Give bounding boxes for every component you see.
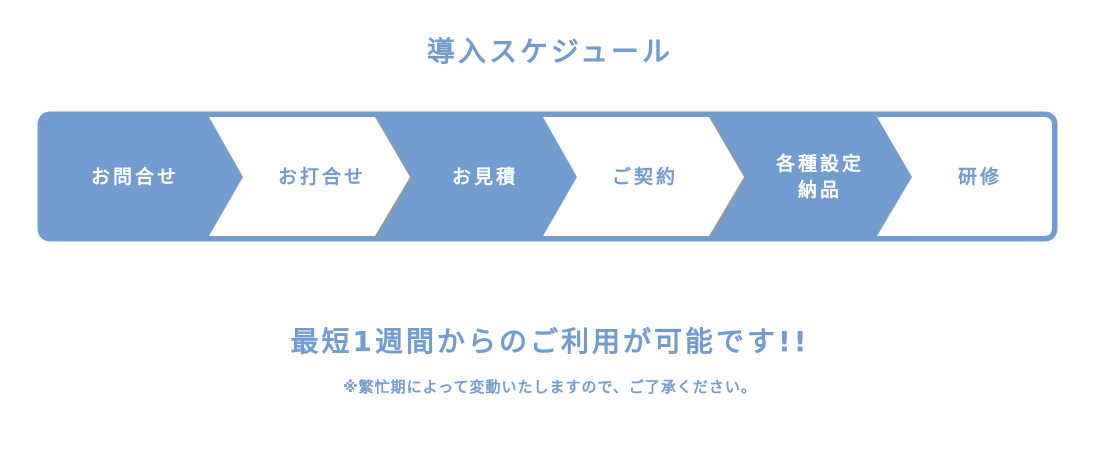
- step-meeting: お打合せ: [277, 165, 366, 188]
- step-chevron-4: [543, 117, 744, 236]
- step-chevron-2: [209, 117, 410, 236]
- step-contract: ご契約: [611, 165, 678, 188]
- step-estimate: お見積: [451, 165, 518, 188]
- step-setup-delivery: 各種設定 納品: [775, 152, 864, 201]
- step-training: 研修: [957, 165, 1002, 188]
- page-title: 導入スケジュール: [426, 35, 674, 68]
- step-inquiry: お問合せ: [90, 165, 179, 188]
- step-chevron-6: [877, 117, 1052, 236]
- headline: 最短1週間からのご利用が可能です!!: [290, 325, 810, 358]
- footnote: ※繁忙期によって変動いたしますので、ご了承ください。: [343, 378, 757, 396]
